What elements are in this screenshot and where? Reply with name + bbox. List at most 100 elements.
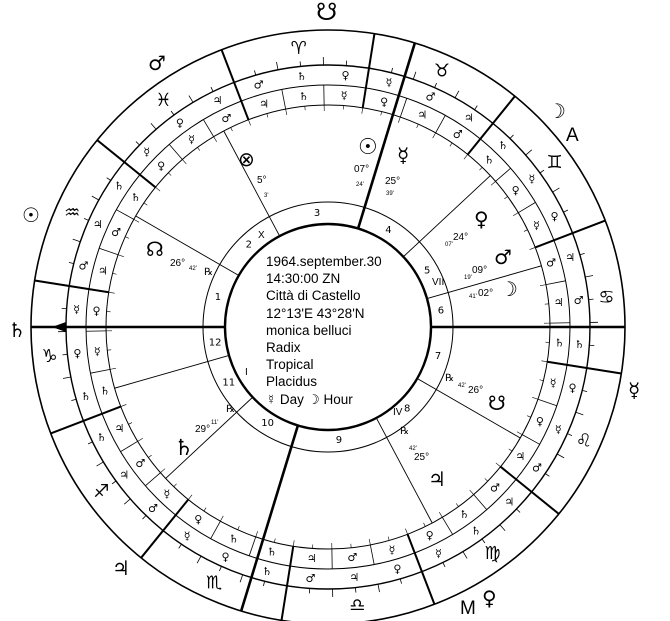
decan-ruler-icon: ♃ bbox=[464, 112, 474, 125]
term-ruler-icon: ♄ bbox=[459, 508, 469, 521]
degree-tick bbox=[83, 218, 89, 221]
saturn-icon: ♄ bbox=[174, 436, 194, 461]
degree-tick bbox=[582, 389, 588, 392]
degree-tick bbox=[71, 398, 77, 401]
jupiter-minute: 42' bbox=[409, 446, 417, 452]
degree-tick bbox=[585, 275, 594, 278]
term-ruler-icon: ♃ bbox=[417, 109, 427, 122]
term-ruler-icon: ☿ bbox=[533, 219, 540, 232]
inner-degree-tick bbox=[516, 431, 523, 435]
inner-degree-tick bbox=[449, 142, 453, 147]
inner-degree-tick bbox=[182, 159, 187, 165]
inner-degree-tick bbox=[455, 503, 459, 507]
degree-tick bbox=[481, 538, 486, 544]
house-number: 12 bbox=[209, 337, 222, 348]
sun-outer-icon: ☉ bbox=[22, 203, 40, 227]
term-ruler-icon: ♀ bbox=[380, 95, 388, 108]
degree-tick bbox=[111, 480, 117, 485]
inner-degree-tick bbox=[484, 478, 488, 482]
degree-tick bbox=[142, 515, 147, 520]
zodiac-sign-icon: ♐ bbox=[93, 481, 109, 502]
saturn-outer-icon: ♄ bbox=[8, 318, 26, 342]
decan-divider bbox=[168, 144, 183, 160]
inner-degree-tick bbox=[532, 397, 539, 400]
house-number: 2 bbox=[246, 239, 252, 250]
house-cusp bbox=[239, 425, 300, 612]
asc-arrow-icon bbox=[52, 322, 66, 332]
degree-tick bbox=[210, 86, 214, 92]
term-ruler-icon: ☿ bbox=[550, 377, 557, 390]
moon-minute: 41' bbox=[469, 294, 477, 300]
term-ruler-icon: ♂ bbox=[453, 128, 463, 141]
saturn-minute: 11' bbox=[211, 420, 218, 426]
inner-degree-tick bbox=[539, 284, 546, 287]
north-node-minute: 42' bbox=[189, 266, 197, 272]
inner-degree-tick bbox=[463, 154, 468, 160]
inner-degree-tick bbox=[188, 494, 193, 500]
decan-ruler-icon: ♃ bbox=[565, 251, 575, 264]
decan-ruler-icon: ♀ bbox=[221, 551, 229, 564]
inner-degree-tick bbox=[125, 236, 129, 239]
decan-divider bbox=[88, 288, 109, 293]
decan-divider bbox=[407, 534, 416, 554]
degree-tick bbox=[123, 498, 131, 505]
degree-tick bbox=[390, 67, 393, 73]
degree-tick bbox=[150, 122, 157, 130]
moon-outer-icon: ☽ bbox=[548, 99, 566, 123]
moon-icon: ☽ bbox=[500, 277, 518, 301]
inner-degree-tick bbox=[148, 454, 152, 458]
term-ruler-icon: ♄ bbox=[229, 532, 239, 545]
angular-house-roman: VII bbox=[432, 277, 444, 288]
decan-divider bbox=[369, 544, 375, 565]
person-name: monica belluci bbox=[266, 322, 352, 338]
house-number: 10 bbox=[261, 418, 274, 429]
inner-degree-tick bbox=[285, 109, 288, 116]
jupiter-icon: ♃ bbox=[428, 467, 446, 491]
birth-time: 14:30:00 ZN bbox=[266, 271, 341, 287]
south-node-icon: ☋ bbox=[488, 391, 506, 415]
retrograde-icon-southnode: ℞ bbox=[445, 373, 454, 384]
angular-house-roman: IV bbox=[393, 407, 403, 418]
house-number: 1 bbox=[215, 292, 221, 303]
sun-minute: 24' bbox=[356, 182, 364, 188]
decan-ruler-glyphs: ♄♄♀☿☿♀♂♃♃♂♄♄☿♀♀☿♃♂♂♃♄♄♀☿☿♀♂♃♃♂♄♄☿♀♀☿♃♂♂♃… bbox=[73, 69, 584, 585]
decan-ruler-icon: ♀ bbox=[550, 210, 558, 223]
inner-degree-tick bbox=[255, 531, 258, 538]
house-cusp bbox=[403, 175, 491, 258]
inner-degree-tick bbox=[504, 196, 508, 200]
zodiac-sign-icon: ♋ bbox=[598, 287, 614, 308]
decan-ruler-icon: ♂ bbox=[305, 572, 315, 585]
decan-divider bbox=[545, 280, 566, 286]
decan-divider bbox=[547, 361, 568, 366]
inner-degree-tick bbox=[160, 468, 166, 473]
jupiter-outer-icon: ♃ bbox=[112, 556, 130, 580]
inner-degree-tick bbox=[508, 448, 513, 452]
term-ruler-icon: ♃ bbox=[554, 296, 564, 309]
house-cusp bbox=[356, 42, 417, 229]
inner-degree-tick bbox=[469, 489, 474, 495]
term-ruler-icon: ♄ bbox=[267, 546, 277, 559]
birth-place: Città di Castello bbox=[266, 288, 361, 304]
decan-ruler-icon: ♀ bbox=[176, 117, 184, 130]
inner-degree-tick bbox=[398, 116, 401, 123]
inner-degree-tick bbox=[292, 540, 295, 547]
decan-divider bbox=[289, 546, 294, 567]
venus-minute: 07' bbox=[445, 242, 453, 248]
north-node-icon: ☊ bbox=[146, 237, 164, 261]
house-number: 5 bbox=[424, 265, 430, 276]
day-hour-rulers: ☿ Day ☽ Hour bbox=[266, 391, 353, 407]
degree-tick bbox=[434, 82, 437, 88]
venus-icon: ♀ bbox=[474, 207, 489, 231]
degree-ticks bbox=[58, 57, 598, 597]
term-ruler-icon: ♃ bbox=[307, 552, 317, 565]
decan-divider bbox=[175, 499, 189, 516]
inner-degree-tick bbox=[117, 254, 124, 257]
inner-degree-tick bbox=[248, 119, 251, 126]
mercury-degree: 25° bbox=[385, 176, 400, 187]
term-ruler-icon: ♂ bbox=[347, 551, 357, 564]
inner-degree-tick bbox=[416, 124, 419, 128]
house-number: 8 bbox=[404, 404, 410, 415]
term-ruler-icon: ♄ bbox=[554, 337, 564, 350]
zodiac-sign-icon: ♓ bbox=[155, 90, 171, 111]
inner-degree-tick bbox=[203, 507, 207, 512]
